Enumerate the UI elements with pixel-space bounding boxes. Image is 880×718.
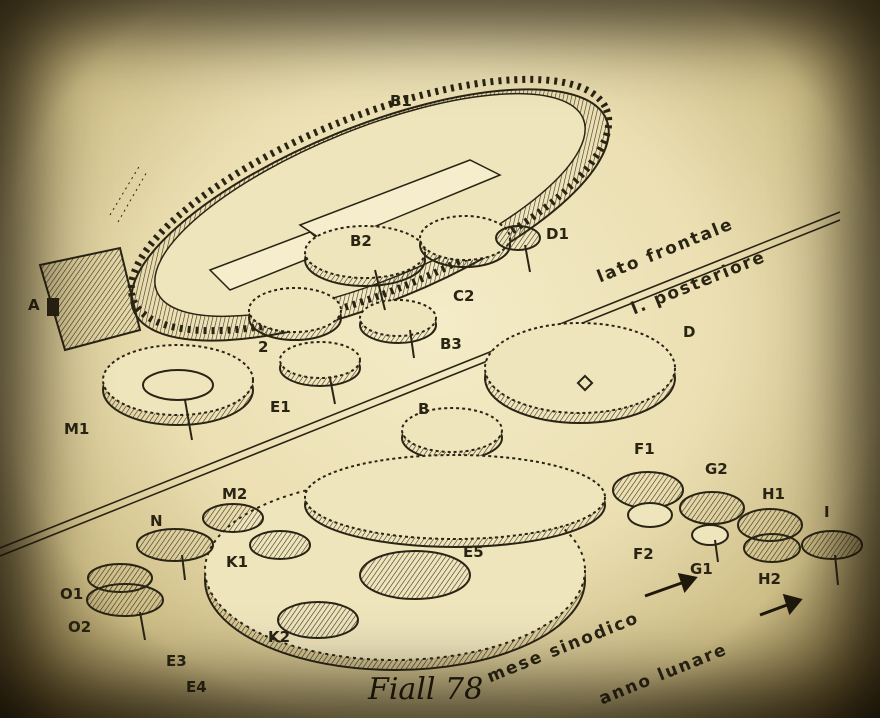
gear-m1 (102, 344, 254, 441)
label-d: D (683, 323, 696, 341)
label-g2: G2 (705, 460, 728, 478)
separator-lines (0, 211, 841, 557)
label-e4: E4 (186, 678, 207, 696)
arrow-lunar (759, 593, 803, 617)
label-h2: H2 (758, 570, 781, 588)
label-m1: M1 (64, 420, 90, 438)
label-b2: B2 (350, 232, 372, 250)
label-f1: F1 (634, 440, 655, 458)
gear-d (484, 322, 676, 424)
label-b3: B3 (440, 335, 462, 353)
front-gear-cluster (248, 215, 541, 405)
gear-b (401, 407, 503, 461)
label-g1: G1 (690, 560, 713, 578)
arrow-synodic (644, 573, 698, 598)
gear-e-upper (304, 454, 606, 548)
label-n: N (150, 512, 163, 530)
label-e1: E1 (270, 398, 291, 416)
label-e5: E5 (463, 543, 484, 561)
label-o1: O1 (60, 585, 84, 603)
label-o2: O2 (68, 618, 92, 636)
label-b1: B1 (390, 92, 412, 110)
label-h1: H1 (762, 485, 785, 503)
label-k2: K2 (268, 628, 291, 646)
label-b: B (418, 400, 430, 418)
crank-a (38, 246, 142, 352)
label-m2: M2 (222, 485, 248, 503)
rear-small-gears (86, 471, 863, 641)
label-i: I (824, 503, 830, 521)
label-d1: D1 (546, 225, 569, 243)
label-e3: E3 (166, 652, 187, 670)
label-c2: C2 (453, 287, 475, 305)
label-a: A (28, 296, 40, 314)
label-f2: F2 (633, 545, 654, 563)
label-2: 2 (258, 338, 269, 356)
artist-signature: Fiall 78 (368, 672, 484, 707)
label-k1: K1 (226, 553, 249, 571)
